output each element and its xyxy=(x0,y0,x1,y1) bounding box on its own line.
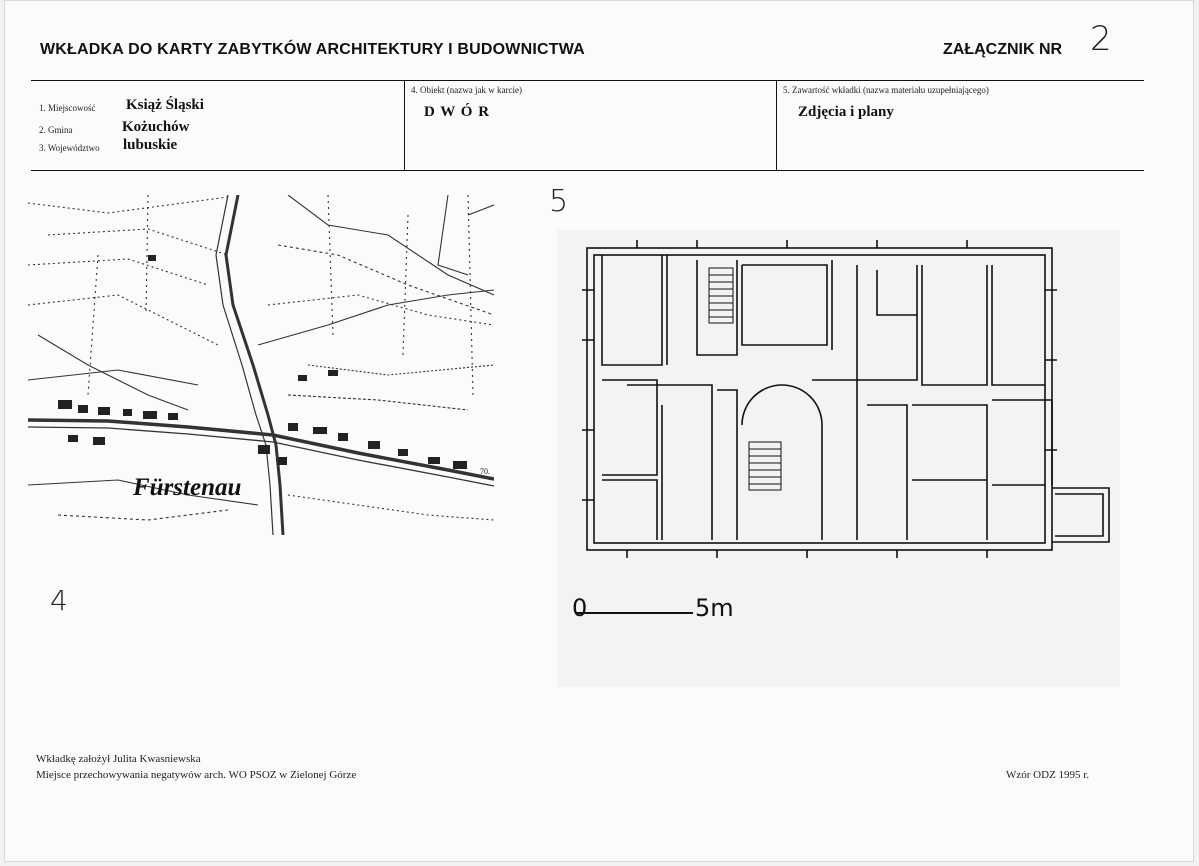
scale-end: 5m xyxy=(695,594,734,622)
annex-label: ZAŁĄCZNIK NR xyxy=(943,41,1063,58)
footer-template: Wzór ODZ 1995 r. xyxy=(1006,769,1090,781)
table-divider xyxy=(776,81,777,170)
map-number: 4 xyxy=(50,584,68,617)
map-tag: 70. xyxy=(480,467,490,476)
content-label: 5. Zawartość wkładki (nazwa materiału uz… xyxy=(783,85,989,95)
object-value: D W Ó R xyxy=(424,104,491,120)
footer-storage: Miejsce przechowywania negatywów arch. W… xyxy=(36,769,357,781)
commune-label: 2. Gmina xyxy=(39,125,73,135)
content-value: Zdjęcia i plany xyxy=(798,104,894,120)
voivodeship-label: 3. Województwo xyxy=(39,143,100,153)
scale-start: 0 xyxy=(572,594,587,622)
floor-plan-drawing: 0 5m xyxy=(572,240,1110,622)
document-title: WKŁADKA DO KARTY ZABYTKÓW ARCHITEKTURY I… xyxy=(40,41,585,58)
commune-value: Kożuchów xyxy=(122,119,190,135)
locality-label: 1. Miejscowość xyxy=(39,103,96,113)
map-place-name: Fürstenau xyxy=(132,474,241,501)
voivodeship-value: lubuskie xyxy=(123,137,178,153)
locality-value: Książ Śląski xyxy=(126,97,204,113)
floor-plan: 0 5m xyxy=(557,230,1120,687)
object-label: 4. Obiekt (nazwa jak w karcie) xyxy=(411,85,522,95)
annex-number: 2 xyxy=(1090,19,1112,59)
historical-map: Fürstenau 70. xyxy=(27,194,495,536)
map-drawing: Fürstenau 70. xyxy=(27,194,495,536)
table-divider xyxy=(404,81,405,170)
plan-number: 5 xyxy=(549,184,569,219)
footer-author: Wkładkę założył Julita Kwasniewska xyxy=(36,753,201,765)
info-table: 1. Miejscowość Książ Śląski 2. Gmina Koż… xyxy=(31,80,1144,171)
